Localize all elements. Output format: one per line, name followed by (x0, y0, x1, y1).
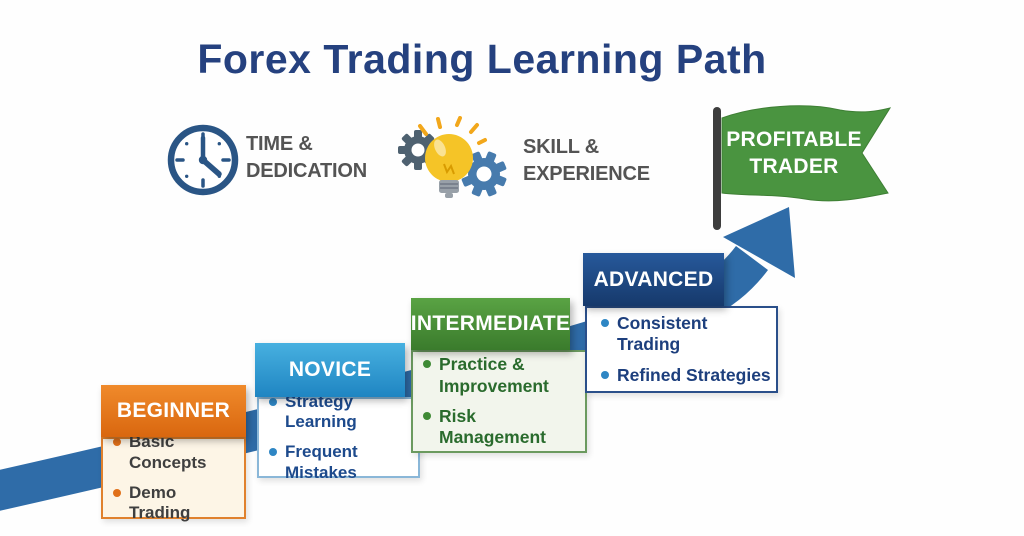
bullet-icon (113, 438, 121, 447)
gear-right (461, 151, 507, 197)
bullet-icon (423, 412, 431, 420)
arrowhead (723, 207, 795, 278)
time-label-line1: TIME & (246, 133, 313, 155)
skill-label-line2: EXPERIENCE (523, 163, 650, 185)
step-header-beginner: BEGINNER (101, 385, 246, 437)
step-card-beginner: Basic Concepts Demo Trading (101, 432, 246, 522)
step-card-advanced: Consistent Trading Refined Strategies (585, 306, 778, 393)
step-item-label: Basic Concepts (129, 432, 207, 472)
step-item: Basic Concepts (113, 432, 240, 473)
step-item: Frequent Mistakes (269, 442, 414, 483)
bullet-icon (113, 488, 121, 497)
step-item-label: Strategy Learning (285, 391, 357, 432)
time-dedication-label: TIME & DEDICATION (246, 131, 367, 185)
step-header-intermediate: INTERMEDIATE (411, 298, 570, 350)
step-header-novice: NOVICE (255, 343, 405, 397)
step-item: Consistent Trading (601, 313, 772, 356)
step-item: Risk Management (423, 406, 581, 449)
gears-lightbulb-icon (398, 116, 507, 198)
bullet-icon (269, 448, 277, 456)
flag-label-line1: PROFITABLE (726, 128, 862, 151)
step-item: Refined Strategies (601, 365, 772, 386)
step-item-label: Practice & Improvement (439, 354, 549, 396)
skill-experience-label: SKILL & EXPERIENCE (523, 134, 650, 188)
step-item: Practice & Improvement (423, 354, 581, 397)
step-item-label: Demo Trading (129, 482, 191, 523)
step-item-label: Risk Management (439, 406, 546, 448)
time-label-line2: DEDICATION (246, 160, 367, 182)
light-rays (418, 116, 487, 145)
step-item-label: Refined Strategies (617, 364, 771, 385)
step-card-intermediate: Practice & Improvement Risk Management (411, 350, 587, 453)
step-item-label: Frequent Mistakes (285, 442, 358, 482)
skill-label-line1: SKILL & (523, 136, 600, 158)
bullet-icon (601, 318, 609, 327)
page-title: Forex Trading Learning Path (197, 36, 767, 82)
lightbulb (425, 134, 473, 198)
flag-label-line2: TRADER (749, 155, 839, 178)
flag-pole (713, 107, 721, 230)
step-item: Strategy Learning (269, 392, 414, 433)
flag-label: PROFITABLE TRADER (724, 126, 864, 180)
bullet-icon (601, 370, 609, 379)
bullet-icon (423, 360, 431, 369)
flag-banner (721, 105, 892, 202)
step-card-novice: Strategy Learning Frequent Mistakes (257, 392, 420, 482)
step-item-label: Consistent Trading (617, 312, 708, 355)
bullet-icon (269, 397, 277, 406)
step-item: Demo Trading (113, 483, 240, 524)
step-header-advanced: ADVANCED (583, 253, 724, 306)
clock-icon (167, 124, 239, 196)
